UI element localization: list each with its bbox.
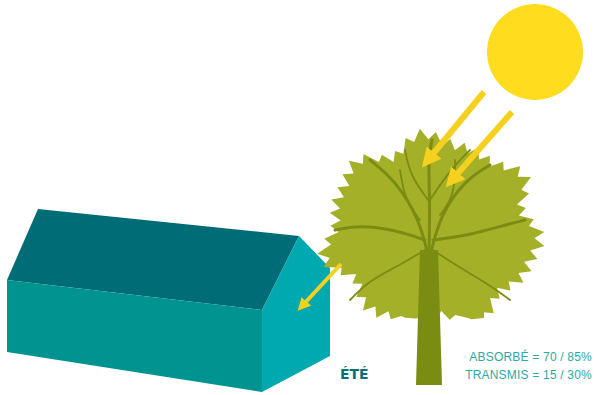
tree	[317, 129, 544, 385]
tree-branch	[370, 160, 429, 260]
tree-branch	[335, 227, 425, 240]
house-gable	[262, 236, 330, 392]
transmitted-value: TRANSMIS = 15 / 30%	[465, 369, 592, 383]
tree-branch	[433, 250, 510, 300]
tree-branch	[400, 170, 420, 220]
house-front-wall	[7, 280, 262, 392]
tree-branch	[433, 220, 525, 240]
season-label: ÉTÉ	[340, 366, 369, 382]
tree-branch	[429, 165, 490, 260]
transmitted-ray-arrow	[302, 264, 341, 306]
tree-branch	[430, 150, 470, 200]
tree-branch	[405, 150, 428, 200]
tree-branch	[350, 250, 425, 300]
absorbed-value: ABSORBÉ = 70 / 85%	[469, 351, 592, 365]
sun-ray-arrow	[452, 112, 512, 180]
sun	[487, 4, 583, 100]
tree-trunk	[416, 250, 442, 385]
